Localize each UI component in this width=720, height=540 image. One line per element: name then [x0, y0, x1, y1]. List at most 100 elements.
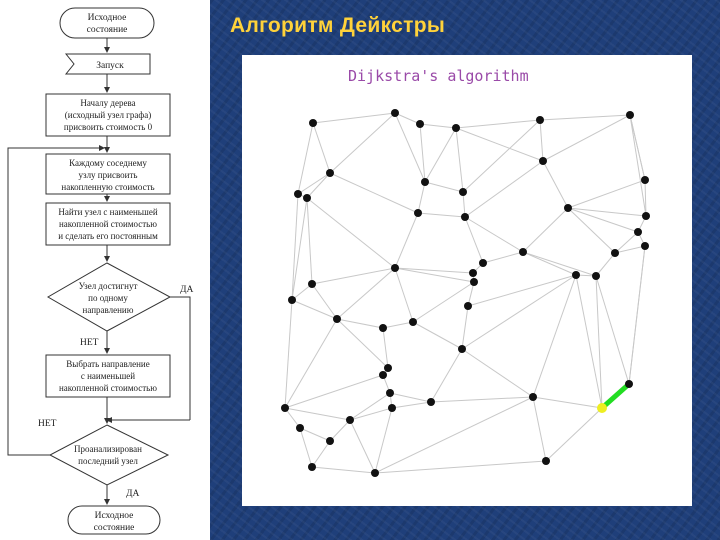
graph-edge [532, 274, 577, 398]
graph-node [479, 259, 487, 267]
init-box [45, 93, 171, 137]
graph-node [519, 248, 527, 256]
end-line-2: состояние [94, 523, 135, 533]
graph-node [391, 109, 399, 117]
graph-node [572, 271, 580, 279]
graph-edge [539, 119, 544, 162]
graph-edge [299, 427, 313, 468]
graph-edge [542, 160, 569, 209]
graph-edge [522, 251, 577, 276]
graph-edge [455, 127, 544, 162]
graph-edge [461, 305, 469, 350]
graph-edge [299, 427, 331, 442]
shortest-path-edge [600, 382, 631, 410]
graph-edge [461, 274, 577, 350]
graph-edge [291, 193, 299, 301]
graph-node [409, 318, 417, 326]
graph-node [421, 178, 429, 186]
graph-edge [311, 267, 396, 285]
graph-edge [291, 197, 308, 301]
graph-node [416, 120, 424, 128]
graph-edge [567, 207, 616, 254]
graph-node [326, 437, 334, 445]
find-line-3: и сделать его постоянным [58, 231, 158, 241]
init-line-3: присвоить стоимость 0 [64, 122, 153, 132]
graph-edge [336, 267, 396, 320]
graph-edge [614, 231, 639, 254]
graph-edge [391, 401, 432, 409]
assign-line-2: узлу присвоить [79, 170, 138, 180]
graph-node [458, 345, 466, 353]
graph-node [641, 242, 649, 250]
start-line-2: состояние [87, 25, 128, 35]
graph-edge [297, 172, 331, 195]
graph-node [564, 204, 572, 212]
graph-edge [575, 274, 603, 409]
assign-line-3: накопленную стоимость [61, 182, 154, 192]
graph-node [386, 389, 394, 397]
graph-edge [394, 112, 426, 183]
graph-node [611, 249, 619, 257]
graph-edge [467, 274, 577, 307]
graph-edge [311, 440, 331, 468]
graph-node [281, 404, 289, 412]
graph-edge [291, 283, 313, 301]
no-label: НЕТ [80, 338, 99, 348]
graph-edge [336, 318, 384, 329]
graph-edge [284, 407, 351, 421]
graph-edge [567, 207, 647, 217]
graph-edge [532, 396, 603, 409]
graph-node [642, 212, 650, 220]
graph-node [296, 424, 304, 432]
graph-edge [455, 127, 464, 193]
graph-edge [306, 172, 331, 199]
reached-line-3: направлению [83, 305, 134, 315]
graph-edge [306, 197, 313, 285]
graph-edge [382, 321, 414, 329]
end-terminal [67, 505, 161, 535]
graph-panel: Dijkstra's algorithm [242, 55, 692, 506]
graph-node [542, 457, 550, 465]
graph-node [333, 315, 341, 323]
graph-edge [464, 160, 544, 218]
graph-node [539, 157, 547, 165]
graph-edge [644, 179, 647, 217]
graph-node [326, 169, 334, 177]
graph-node [469, 269, 477, 277]
graph-edge [462, 119, 541, 193]
find-line-1: Найти узел с наименьшей [58, 207, 158, 217]
graph-node [379, 371, 387, 379]
flowchart-diagram: Исходное состояние Запуск Началу дерева … [7, 7, 193, 535]
graph-node [529, 393, 537, 401]
graph-edge [419, 123, 426, 183]
graph-node [308, 463, 316, 471]
graph-edge [419, 123, 457, 129]
choose-line-2: с наименьшей [81, 371, 135, 381]
reached-line-2: по одному [88, 293, 128, 303]
graph-node [288, 296, 296, 304]
graph-edge [629, 114, 647, 217]
graph-edge [430, 348, 463, 403]
graph-edge [284, 318, 338, 409]
slide-title: Алгоритм Дейкстры [230, 14, 446, 37]
graph-edge [284, 407, 301, 429]
assign-box [45, 153, 171, 195]
graph-edge [329, 112, 396, 174]
analyzed-line-2: последний узел [78, 456, 138, 466]
graph-edge [349, 407, 393, 421]
graph-edge [430, 396, 534, 403]
analyzed-line-1: Проанализирован [74, 444, 142, 454]
graph-edge [374, 460, 547, 474]
reached-line-1: Узел достигнут [79, 281, 138, 291]
graph-node [641, 176, 649, 184]
graph-edge [464, 216, 484, 264]
graph-edge [522, 251, 597, 277]
graph-node [592, 272, 600, 280]
graph-edge [424, 181, 464, 193]
graph-node [308, 280, 316, 288]
graph-edge [539, 114, 631, 121]
graph-edge [567, 207, 639, 233]
graph-edge [467, 281, 475, 307]
graph-node [414, 209, 422, 217]
graph-node [388, 404, 396, 412]
